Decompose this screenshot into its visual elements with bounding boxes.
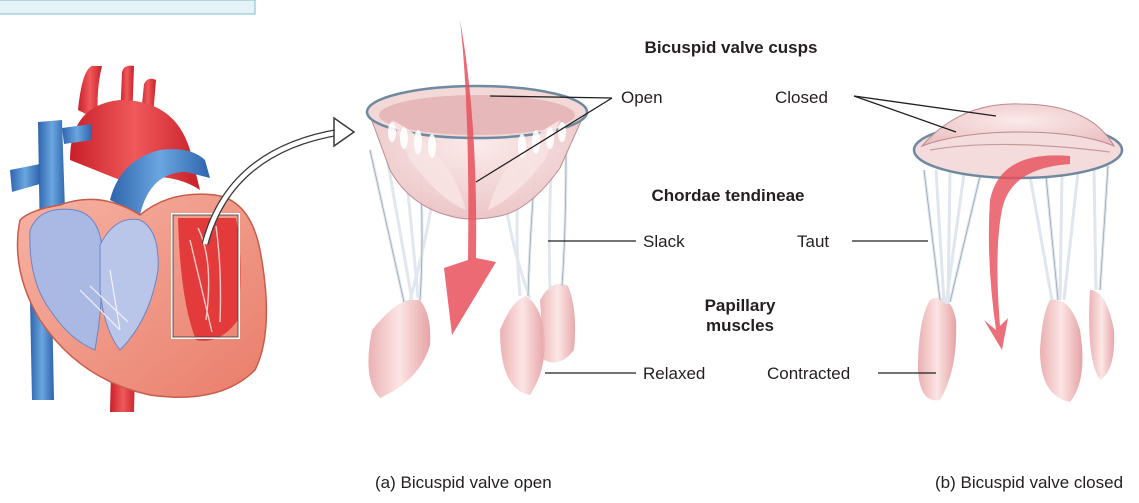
heading-papillary-line1: Papillary bbox=[690, 296, 790, 316]
heading-papillary-line2: muscles bbox=[690, 316, 790, 336]
heading-bicuspid-cusps: Bicuspid valve cusps bbox=[622, 38, 840, 58]
heading-chordae-tendineae: Chordae tendineae bbox=[628, 186, 828, 206]
open-valve-illustration bbox=[367, 20, 587, 398]
label-relaxed: Relaxed bbox=[643, 364, 705, 384]
closed-valve-illustration bbox=[914, 104, 1122, 402]
heart-illustration bbox=[10, 66, 266, 412]
caption-open: (a) Bicuspid valve open bbox=[375, 473, 552, 493]
label-open: Open bbox=[621, 88, 663, 108]
label-contracted: Contracted bbox=[767, 364, 850, 384]
label-taut: Taut bbox=[797, 232, 829, 252]
label-closed: Closed bbox=[775, 88, 828, 108]
label-slack: Slack bbox=[643, 232, 685, 252]
caption-closed: (b) Bicuspid valve closed bbox=[935, 473, 1123, 493]
callout-box bbox=[0, 0, 255, 14]
